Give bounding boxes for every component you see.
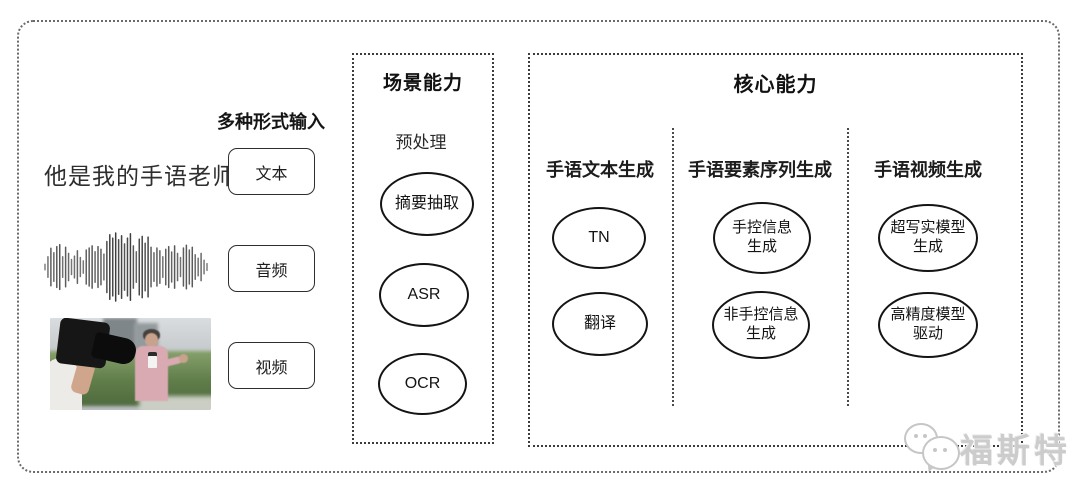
core-capability-box: 核心能力: [528, 53, 1023, 447]
outer-dotted-frame: [17, 20, 1060, 473]
node-tn: TN: [552, 207, 646, 269]
input-mode-video-box: 视频: [228, 342, 315, 389]
column-header-sign-video-generation: 手语视频生成: [874, 160, 982, 180]
watermark-text: 福斯特: [960, 432, 1071, 469]
microphone-top: [147, 352, 157, 357]
column-divider: [672, 128, 674, 406]
microphone: [147, 355, 157, 368]
column-header-sign-element-sequence-generation: 手语要素序列生成: [688, 160, 832, 180]
core-capability-title: 核心能力: [733, 74, 818, 96]
preprocess-label: 预处理: [395, 133, 447, 152]
reporter-head: [144, 332, 159, 347]
audio-waveform-icon: [44, 232, 208, 302]
video-thumbnail: [50, 318, 211, 410]
wechat-bubbles-icon: [902, 423, 960, 474]
node-manual-info-generation: 手控信息 生成: [713, 202, 811, 274]
sample-sentence-text: 他是我的手语老师: [44, 163, 236, 189]
column-divider: [847, 128, 849, 406]
scene-capability-title: 场景能力: [382, 73, 463, 94]
input-mode-audio-box: 音频: [228, 245, 315, 292]
scene-capability-box: 场景能力: [352, 53, 494, 444]
watermark: 福斯特: [902, 423, 1071, 474]
node-high-precision-model-driving: 高精度模型 驱动: [878, 292, 978, 358]
column-header-sign-text-generation: 手语文本生成: [546, 160, 654, 180]
node-translation: 翻译: [552, 292, 648, 356]
node-hyperrealistic-model-generation: 超写实模型 生成: [878, 204, 978, 272]
node-non-manual-info-generation: 非手控信息 生成: [712, 291, 810, 359]
node-summary-extraction: 摘要抽取: [380, 172, 474, 236]
node-asr: ASR: [379, 263, 469, 327]
node-ocr: OCR: [378, 353, 467, 415]
reporter-hand: [178, 353, 189, 364]
chat-bubble-icon: [922, 436, 960, 470]
input-section-title: 多种形式输入: [217, 112, 325, 132]
input-mode-text-box: 文本: [228, 148, 315, 195]
